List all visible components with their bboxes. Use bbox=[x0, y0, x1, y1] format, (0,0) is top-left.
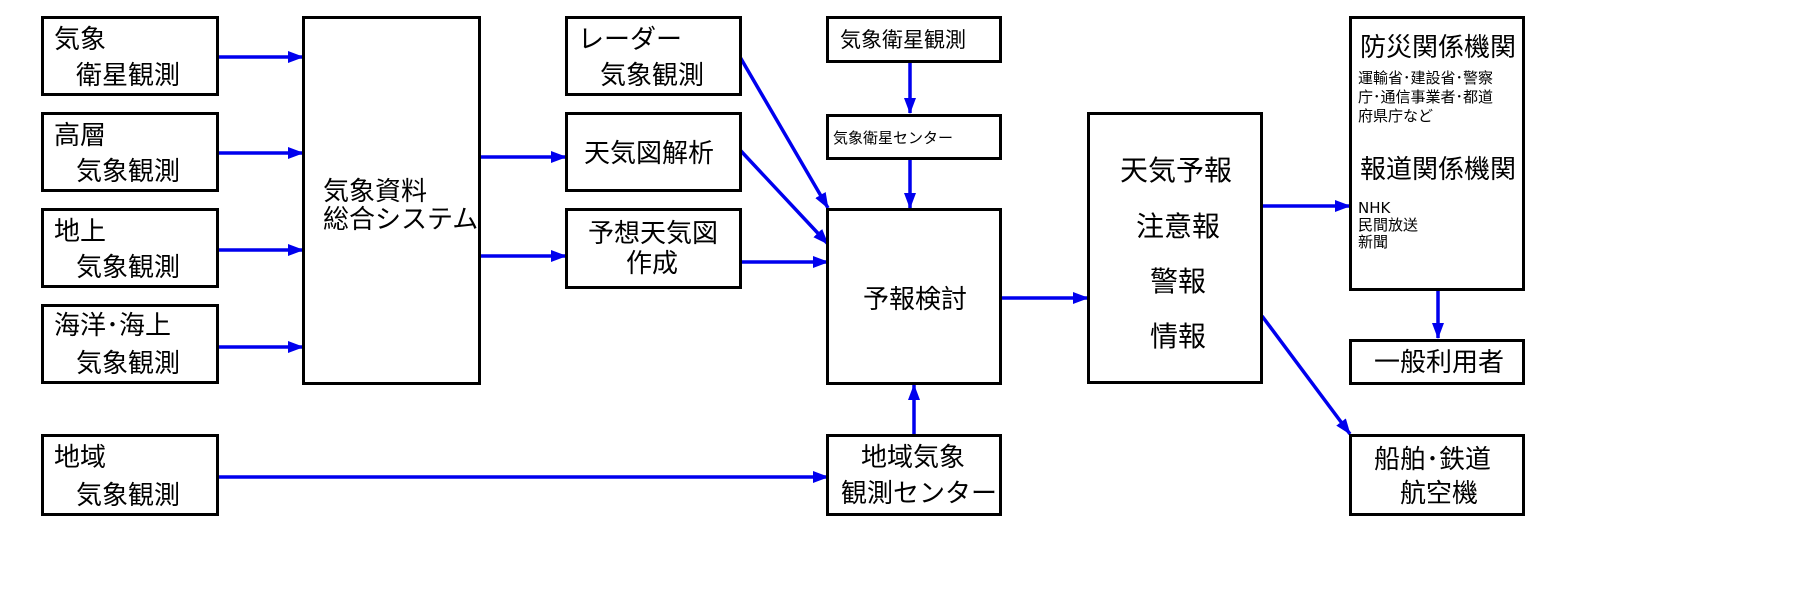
disaster-agencies-line2: 庁･通信事業者･都道 bbox=[1358, 88, 1494, 106]
transport-box: 船舶･鉄道 航空機 bbox=[1349, 434, 1525, 516]
radar-observation-box: レーダー 気象観測 bbox=[565, 16, 742, 96]
surface-observation-line1: 地上 bbox=[54, 217, 107, 247]
forecast-review-label: 予報検討 bbox=[863, 285, 968, 315]
weather-map-analysis-label: 天気図解析 bbox=[584, 139, 715, 169]
upper-air-observation-line1: 高層 bbox=[54, 121, 107, 151]
regional-center-line1: 地域気象 bbox=[861, 443, 966, 473]
disaster-agencies-line1: 運輸省･建設省･警察 bbox=[1358, 69, 1494, 87]
product-warning: 警報 bbox=[1150, 265, 1207, 298]
regional-observation-line2: 気象観測 bbox=[76, 481, 181, 511]
media-agencies-title: 報道関係機関 bbox=[1360, 155, 1517, 185]
agencies-box: 防災関係機関 運輸省･建設省･警察 庁･通信事業者･都道 府県庁など 報道関係機… bbox=[1349, 16, 1525, 291]
radar-observation-line1: レーダー bbox=[578, 25, 683, 55]
satellite-center-label: 気象衛星センター bbox=[833, 129, 954, 147]
product-advisory: 注意報 bbox=[1136, 210, 1221, 243]
arrow-products-to-transport bbox=[1260, 314, 1352, 436]
satellite-center-box: 気象衛星センター bbox=[826, 114, 1002, 160]
regional-observation-line1: 地域 bbox=[54, 443, 107, 473]
general-public-label: 一般利用者 bbox=[1374, 348, 1505, 378]
media-agencies-line3: 新聞 bbox=[1358, 233, 1389, 251]
forecast-map-line2: 作成 bbox=[626, 249, 679, 279]
upper-air-observation-box: 高層 気象観測 bbox=[41, 112, 219, 192]
forecast-map-box: 予想天気図 作成 bbox=[565, 208, 742, 289]
data-system-line2: 総合システム bbox=[323, 205, 479, 235]
marine-observation-box: 海洋･海上 気象観測 bbox=[41, 304, 219, 384]
regional-observation-box: 地域 気象観測 bbox=[41, 434, 219, 516]
satellite-observation-line1: 気象 bbox=[54, 25, 107, 55]
surface-observation-line2: 気象観測 bbox=[76, 253, 181, 283]
disaster-agencies-line3: 府県庁など bbox=[1358, 107, 1434, 125]
product-information: 情報 bbox=[1150, 320, 1207, 353]
forecast-review-box: 予報検討 bbox=[826, 208, 1002, 385]
satellite-observation-top-label: 気象衛星観測 bbox=[840, 28, 966, 52]
arrow-analysis-to-review bbox=[738, 148, 830, 246]
satellite-observation-line2: 衛星観測 bbox=[76, 61, 181, 91]
weather-map-analysis-box: 天気図解析 bbox=[565, 112, 742, 192]
satellite-observation-top-box: 気象衛星観測 bbox=[826, 16, 1002, 63]
surface-observation-box: 地上 気象観測 bbox=[41, 208, 219, 288]
forecast-products-box: 天気予報 注意報 警報 情報 bbox=[1087, 112, 1263, 384]
marine-observation-line1: 海洋･海上 bbox=[54, 311, 172, 341]
marine-observation-line2: 気象観測 bbox=[76, 349, 181, 379]
data-system-line1: 気象資料 bbox=[323, 177, 428, 207]
regional-center-line2: 観測センター bbox=[841, 479, 998, 509]
media-agencies-line2: 民間放送 bbox=[1358, 216, 1419, 234]
upper-air-observation-line2: 気象観測 bbox=[76, 157, 181, 187]
transport-line1: 船舶･鉄道 bbox=[1374, 445, 1492, 475]
regional-center-box: 地域気象 観測センター bbox=[826, 434, 1002, 516]
general-public-box: 一般利用者 bbox=[1349, 339, 1525, 385]
satellite-observation-box: 気象 衛星観測 bbox=[41, 16, 219, 96]
forecast-map-line1: 予想天気図 bbox=[588, 219, 719, 249]
media-agencies-line1: NHK bbox=[1358, 199, 1391, 217]
product-weather-forecast: 天気予報 bbox=[1120, 154, 1233, 187]
transport-line2: 航空機 bbox=[1400, 479, 1479, 509]
disaster-agencies-title: 防災関係機関 bbox=[1360, 33, 1517, 63]
arrow-radar-to-review bbox=[738, 56, 830, 209]
data-system-box: 気象資料 総合システム bbox=[302, 16, 481, 385]
radar-observation-line2: 気象観測 bbox=[600, 61, 705, 91]
